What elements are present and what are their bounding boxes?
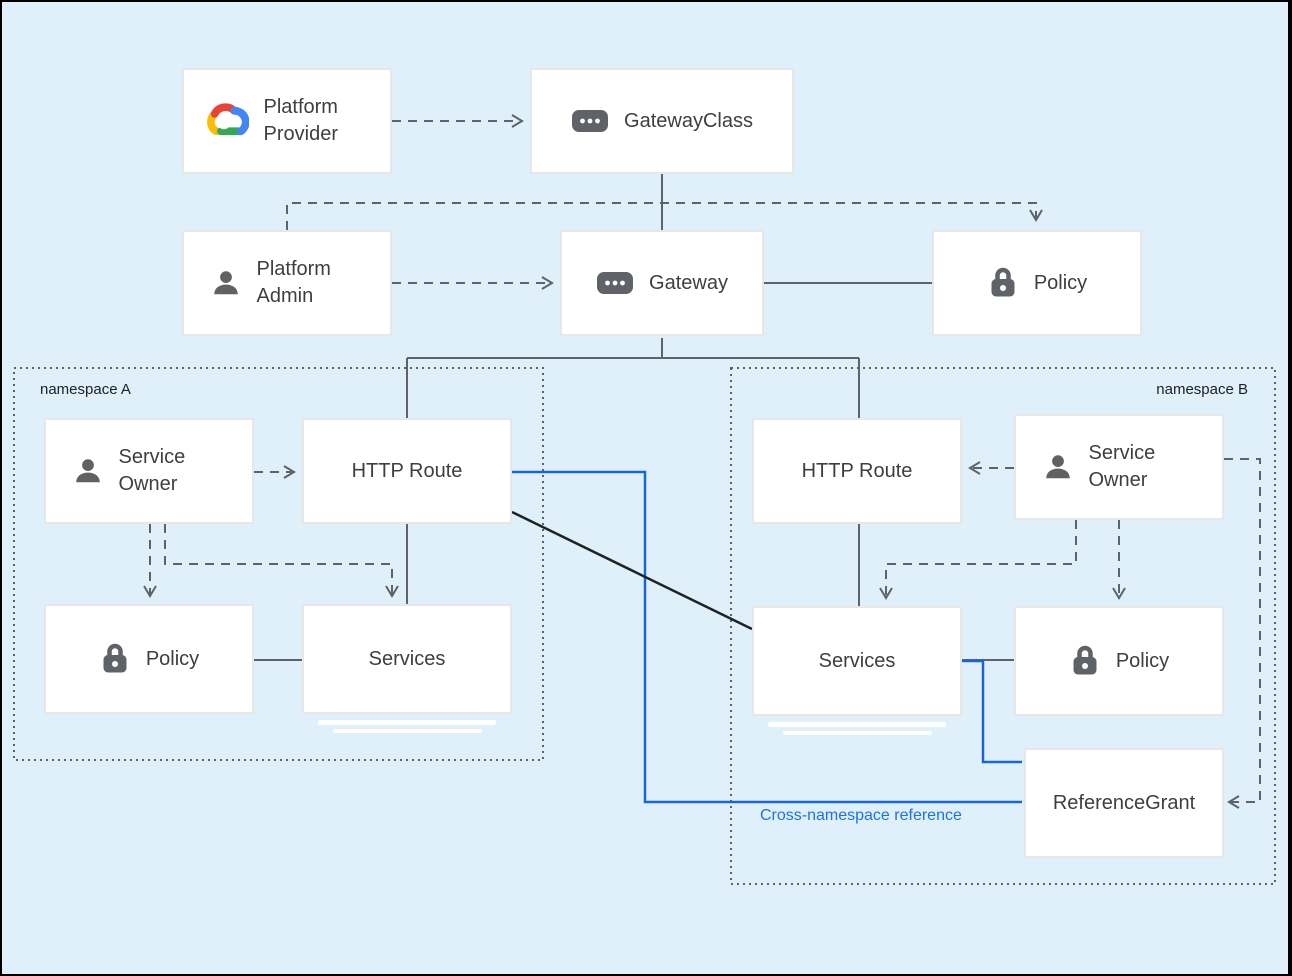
namespace-a-label: namespace A (40, 381, 131, 398)
node-platform-admin: Platform Admin (182, 230, 392, 336)
node-label: Platform Provider (263, 96, 338, 145)
google-cloud-icon (203, 103, 249, 139)
namespace-b-border (730, 367, 1276, 885)
node-platform-provider: Platform Provider (182, 68, 392, 174)
edge-serviceowner-a-services-a (164, 524, 399, 598)
edge-services-b-referencegrant (962, 659, 1022, 764)
services-a-stack-line (318, 720, 496, 725)
node-label: Services (368, 647, 446, 670)
services-a-stack-line (333, 729, 482, 733)
node-policy-top: Policy (932, 230, 1142, 336)
node-label: GatewayClass (624, 109, 753, 132)
lock-icon (99, 642, 131, 676)
node-label: Service Owner (118, 446, 186, 495)
edge-httproute-a-services-b (511, 510, 753, 631)
node-label: HTTP Route (351, 459, 463, 482)
node-label: Gateway (649, 271, 728, 294)
node-service-owner-b: Service Owner (1014, 414, 1224, 520)
node-label: ReferenceGrant (1052, 791, 1196, 814)
lock-icon (1069, 644, 1101, 678)
edge-serviceowner-b-services-b (879, 520, 1077, 600)
node-services-b: Services (752, 606, 962, 716)
resource-chip-icon (571, 109, 609, 133)
resource-chip-icon (596, 271, 634, 295)
services-b-stack-line (768, 722, 946, 727)
node-gatewayclass: GatewayClass (530, 68, 794, 174)
node-http-route-a: HTTP Route (302, 418, 512, 524)
lock-icon (987, 266, 1019, 300)
node-label: Policy (1115, 649, 1170, 672)
person-icon (72, 455, 104, 487)
node-http-route-b: HTTP Route (752, 418, 962, 524)
node-label: Policy (145, 647, 200, 670)
node-service-owner-a: Service Owner (44, 418, 254, 524)
node-label: Platform Admin (256, 258, 331, 307)
node-policy-b: Policy (1014, 606, 1224, 716)
cross-namespace-reference-label: Cross-namespace reference (760, 807, 962, 824)
edge-admin-policy (286, 202, 1043, 230)
edge-serviceowner-b-referencegrant (1224, 458, 1261, 809)
node-reference-grant: ReferenceGrant (1024, 748, 1224, 858)
namespace-a-border (13, 367, 544, 761)
node-label: Policy (1033, 271, 1088, 294)
edge-gateway-httproutes (406, 338, 860, 418)
node-policy-a: Policy (44, 604, 254, 714)
namespace-b-label: namespace B (1156, 381, 1248, 398)
node-label: Services (818, 649, 896, 672)
edge-httproute-a-referencegrant (512, 470, 1022, 804)
node-label: HTTP Route (801, 459, 913, 482)
node-label: Service Owner (1088, 442, 1156, 491)
node-gateway: Gateway (560, 230, 764, 336)
person-icon (210, 267, 242, 299)
services-b-stack-line (783, 731, 932, 735)
node-services-a: Services (302, 604, 512, 714)
person-icon (1042, 451, 1074, 483)
